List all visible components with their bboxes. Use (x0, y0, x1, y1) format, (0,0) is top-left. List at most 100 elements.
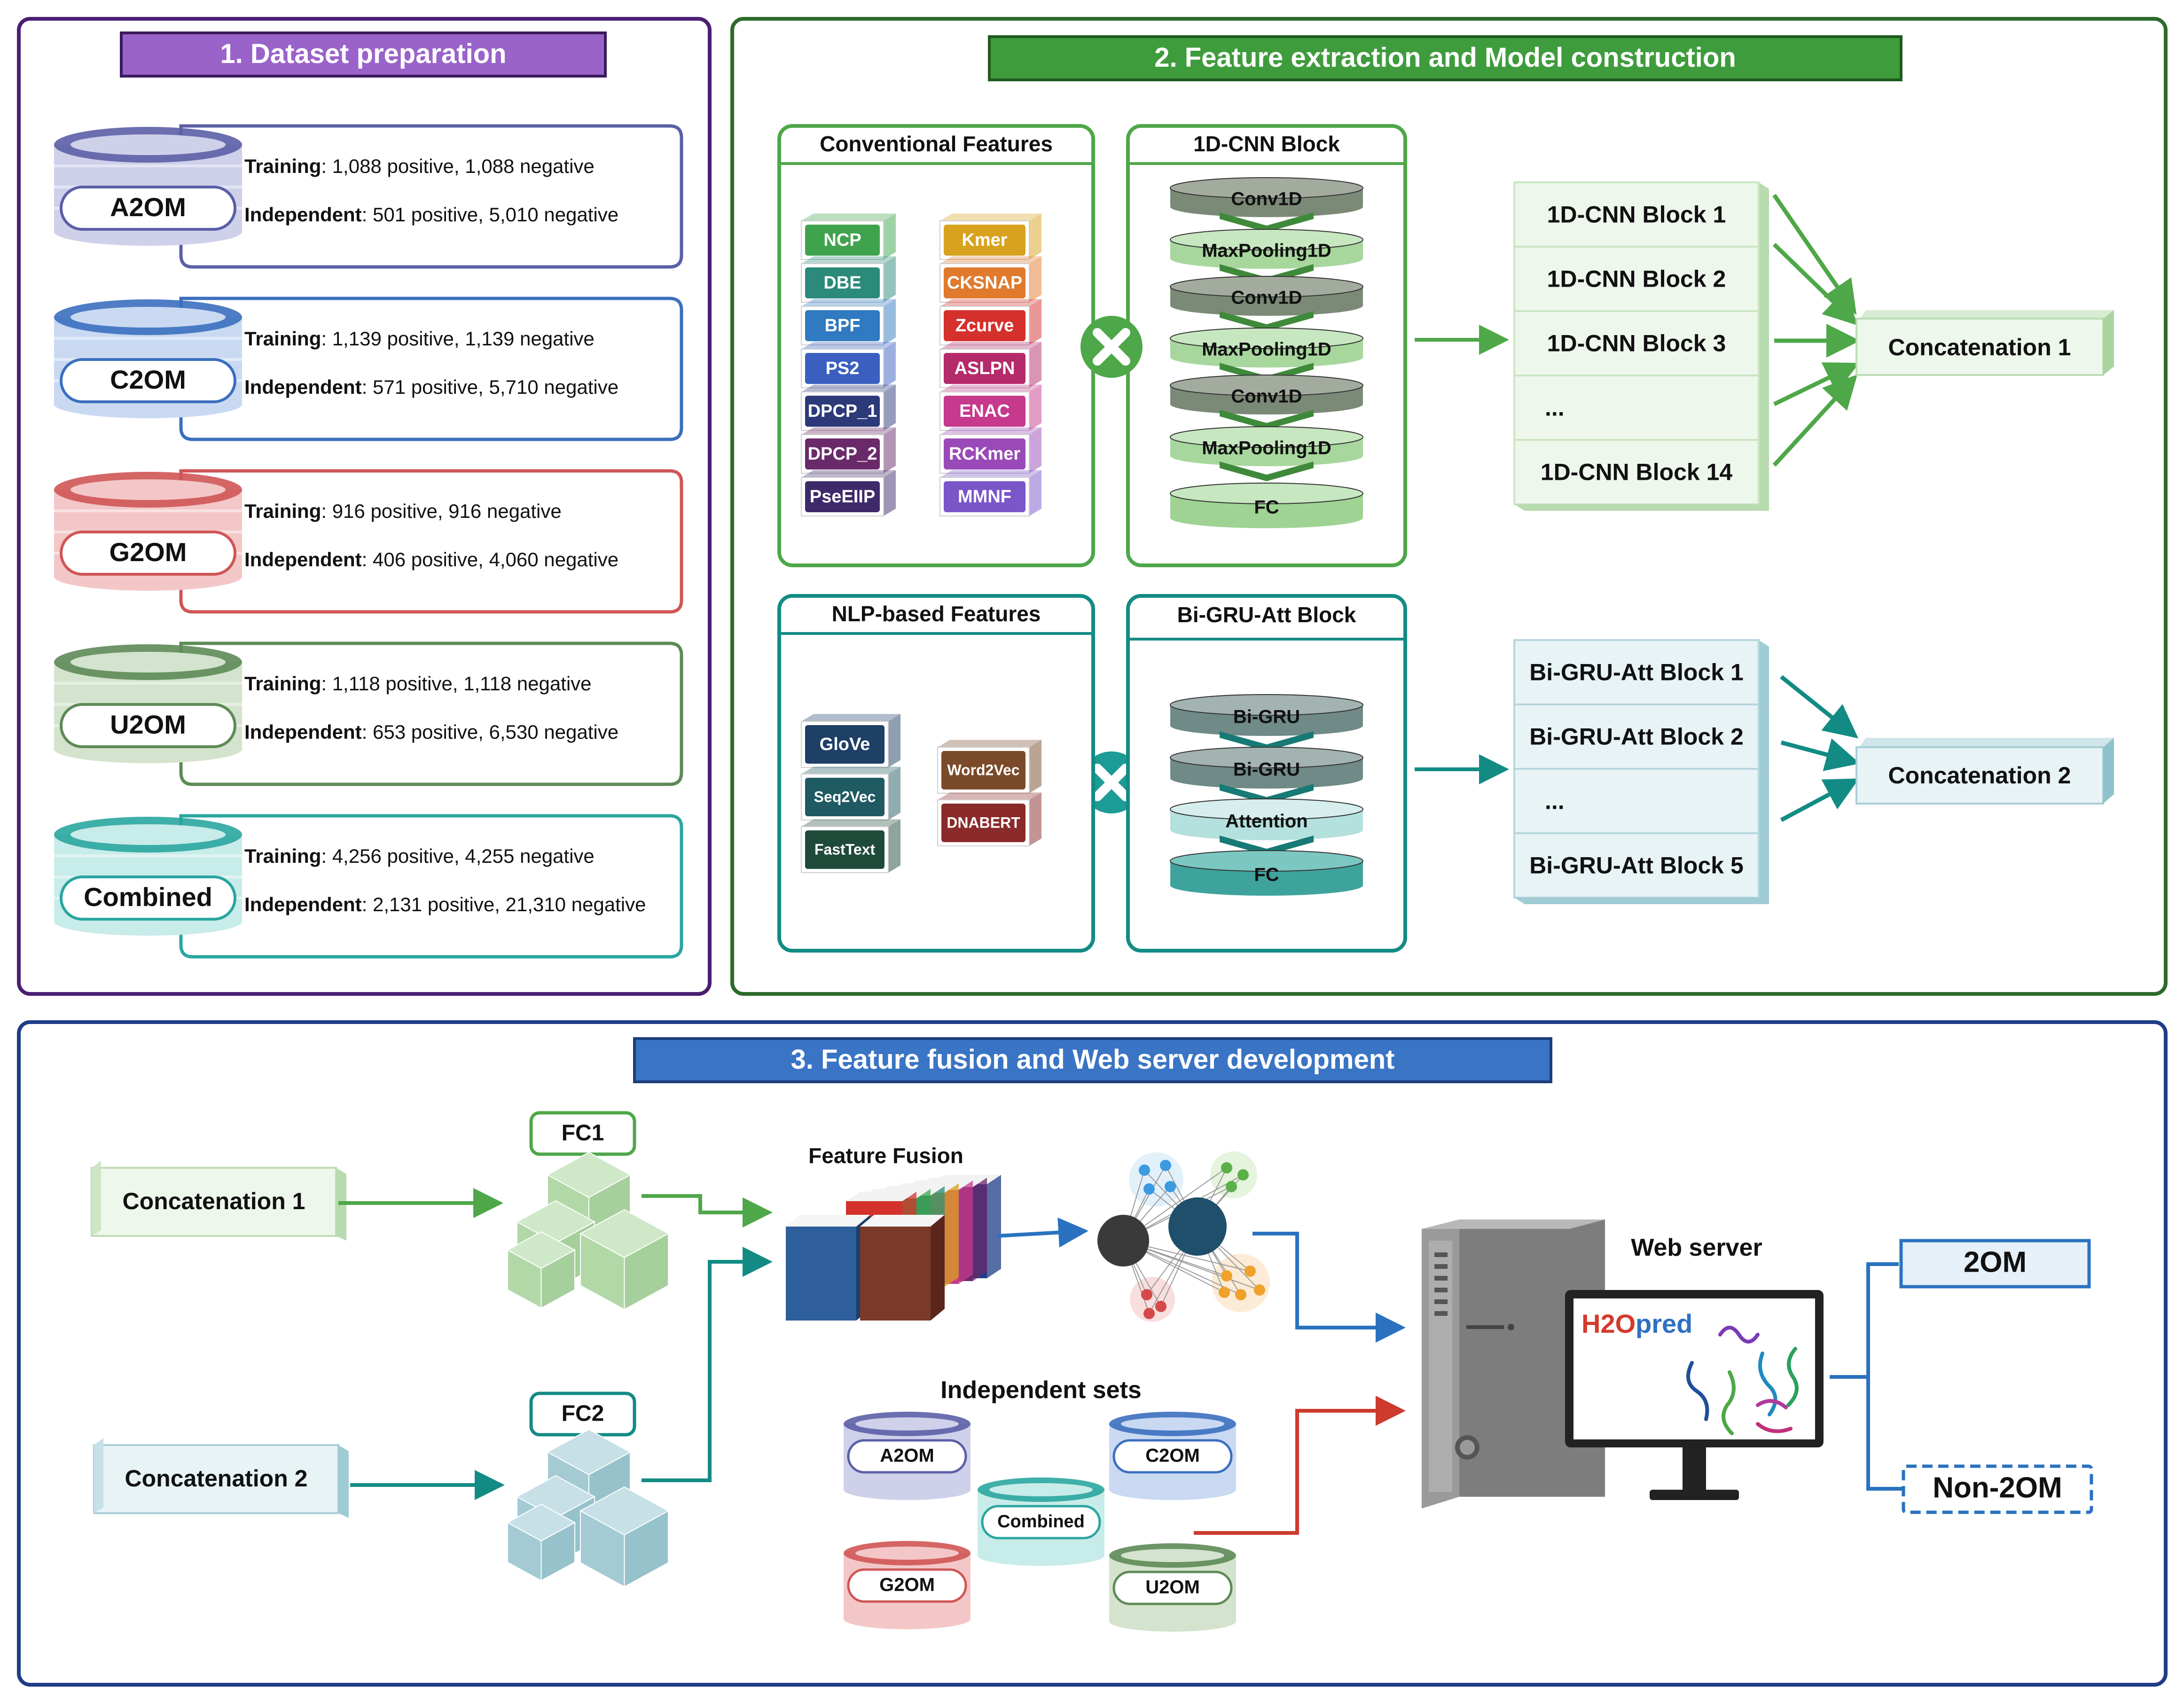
dataset-list: A2OM Training: 1,088 positive, 1,088 nega… (54, 124, 683, 959)
fc2-label: FC2 (562, 1401, 604, 1426)
feature-chip: DNABERT (937, 792, 1041, 846)
feature-chip-label: Word2Vec (947, 761, 1019, 778)
dataset-info-box (179, 124, 683, 269)
independent-set-combined: Combined (978, 1477, 1104, 1566)
section2-banner (988, 35, 1902, 81)
layer-label: MaxPooling1D (1202, 339, 1331, 360)
feature-chip-label: Kmer (962, 230, 1007, 250)
feature-chip-label: DNABERT (947, 814, 1020, 831)
arrow (1194, 1396, 1406, 1535)
concatenation-2-box: Concatenation 2 (1855, 738, 2114, 805)
gru-block-item: Bi-GRU-Att Block 1 (1513, 639, 1769, 711)
independent-stats: Independent: 501 positive, 5,010 negativ… (244, 203, 618, 226)
dataset-label-pill (60, 358, 236, 403)
dataset-label-pill (60, 703, 236, 748)
network-graph-icon (1097, 1151, 1270, 1322)
dataset-name: A2OM (110, 192, 186, 222)
arrow (1780, 675, 1859, 739)
feature-chip: FastText (801, 819, 900, 873)
block-label: Bi-GRU-Att Block 2 (1529, 724, 1744, 750)
feature-chip-label: FastText (814, 841, 876, 858)
training-stats: Training: 1,088 positive, 1,088 negative (244, 155, 595, 177)
independent-set-c2om: C2OM (1109, 1412, 1236, 1500)
feature-chip: DPCP_2 (801, 427, 896, 474)
feature-chip: MMNF (939, 470, 1041, 516)
arrow (1773, 362, 1860, 406)
dataset-a2om: A2OM Training: 1,088 positive, 1,088 nega… (54, 124, 683, 269)
fc2-cubes-icon (506, 1429, 670, 1588)
feature-chip-label: RCKmer (949, 444, 1020, 464)
flow-chevron (1220, 311, 1314, 331)
feature-chip: RCKmer (939, 427, 1041, 474)
conventional-features-title: Conventional Features (820, 132, 1053, 156)
layer-label: Conv1D (1231, 288, 1302, 308)
connector (1830, 1262, 1899, 1379)
feature-chip: CKSNAP (939, 256, 1041, 303)
dataset-name: C2OM (110, 365, 186, 394)
feature-chip: Seq2Vec (801, 766, 900, 821)
feature-chip: ENAC (939, 384, 1041, 431)
concatenation-1-box: Concatenation 1 (1855, 310, 2114, 376)
feature-chip-label: DBE (823, 273, 861, 293)
feature-chip: GloVe (801, 714, 900, 768)
connector (1866, 1377, 1903, 1491)
feature-chip: NCP (801, 213, 896, 260)
layer-disk: FC (1170, 850, 1363, 896)
independent-set-label: U2OM (1145, 1577, 1200, 1598)
arrow (1772, 242, 1858, 326)
feature-chip-label: BPF (825, 316, 861, 336)
block-label: Bi-GRU-Att Block 1 (1529, 659, 1744, 686)
arrow (1780, 778, 1859, 822)
dataset-name: Combined (84, 882, 212, 912)
layer-disk: MaxPooling1D (1170, 426, 1363, 466)
gru-block-title: Bi-GRU-Att Block (1177, 602, 1356, 627)
dataset-info-box (179, 814, 683, 959)
section-feature-fusion: 3. Feature fusion and Web server develop… (17, 1020, 2168, 1687)
independent-set-a2om: A2OM (844, 1412, 971, 1500)
arrow (1780, 738, 1860, 771)
gru-block-stack: Bi-GRU-Att Block 1 Bi-GRU-Att Block 2... B… (1513, 639, 1769, 904)
section3-banner (633, 1037, 1552, 1083)
flow-chevron (1220, 410, 1314, 430)
layer-disk: Bi-GRU (1170, 747, 1363, 789)
dataset-label-pill (60, 531, 236, 576)
feature-chip: Word2Vec (937, 740, 1041, 794)
block-label: ... (1545, 395, 1565, 421)
feature-chip: PseEIIP (801, 470, 896, 516)
feature-chip-label: ASLPN (955, 359, 1015, 378)
feature-fusion-title: Feature Fusion (808, 1143, 963, 1168)
dataset-info-box (179, 469, 683, 614)
network-hub (1097, 1215, 1149, 1266)
layer-label: Conv1D (1231, 386, 1302, 407)
multiply-icon (1080, 316, 1143, 378)
layer-disk: Conv1D (1170, 375, 1363, 414)
layer-disk: FC (1170, 483, 1363, 528)
brand-h2o: H2O (1581, 1309, 1636, 1338)
monitor-icon: H2O pred (1565, 1290, 1824, 1500)
feature-chip: Zcurve (939, 299, 1041, 345)
dataset-info-box (179, 297, 683, 441)
layer-disk: Conv1D (1170, 276, 1363, 316)
arrow (997, 1217, 1088, 1248)
fc1-label: FC1 (562, 1121, 604, 1146)
dataset-info-box (179, 641, 683, 786)
output-2om-label: 2OM (1964, 1246, 2027, 1278)
feature-chip: DBE (801, 256, 896, 303)
feature-chip-label: CKSNAP (947, 273, 1022, 293)
gru-block-item: ... (1513, 768, 1769, 840)
concatenation-1-box: Concatenation 1 (91, 1161, 346, 1241)
gru-block-item: Bi-GRU-Att Block 2 (1513, 703, 1769, 775)
layer-label: Attention (1225, 811, 1308, 832)
dataset-name: U2OM (110, 710, 186, 739)
layer-disk: MaxPooling1D (1170, 229, 1363, 269)
feature-chip-label: Zcurve (955, 316, 1014, 336)
block-label: Bi-GRU-Att Block 5 (1529, 852, 1744, 879)
independent-set-g2om: G2OM (844, 1541, 971, 1629)
output-non-2om-label: Non-2OM (1933, 1471, 2062, 1504)
